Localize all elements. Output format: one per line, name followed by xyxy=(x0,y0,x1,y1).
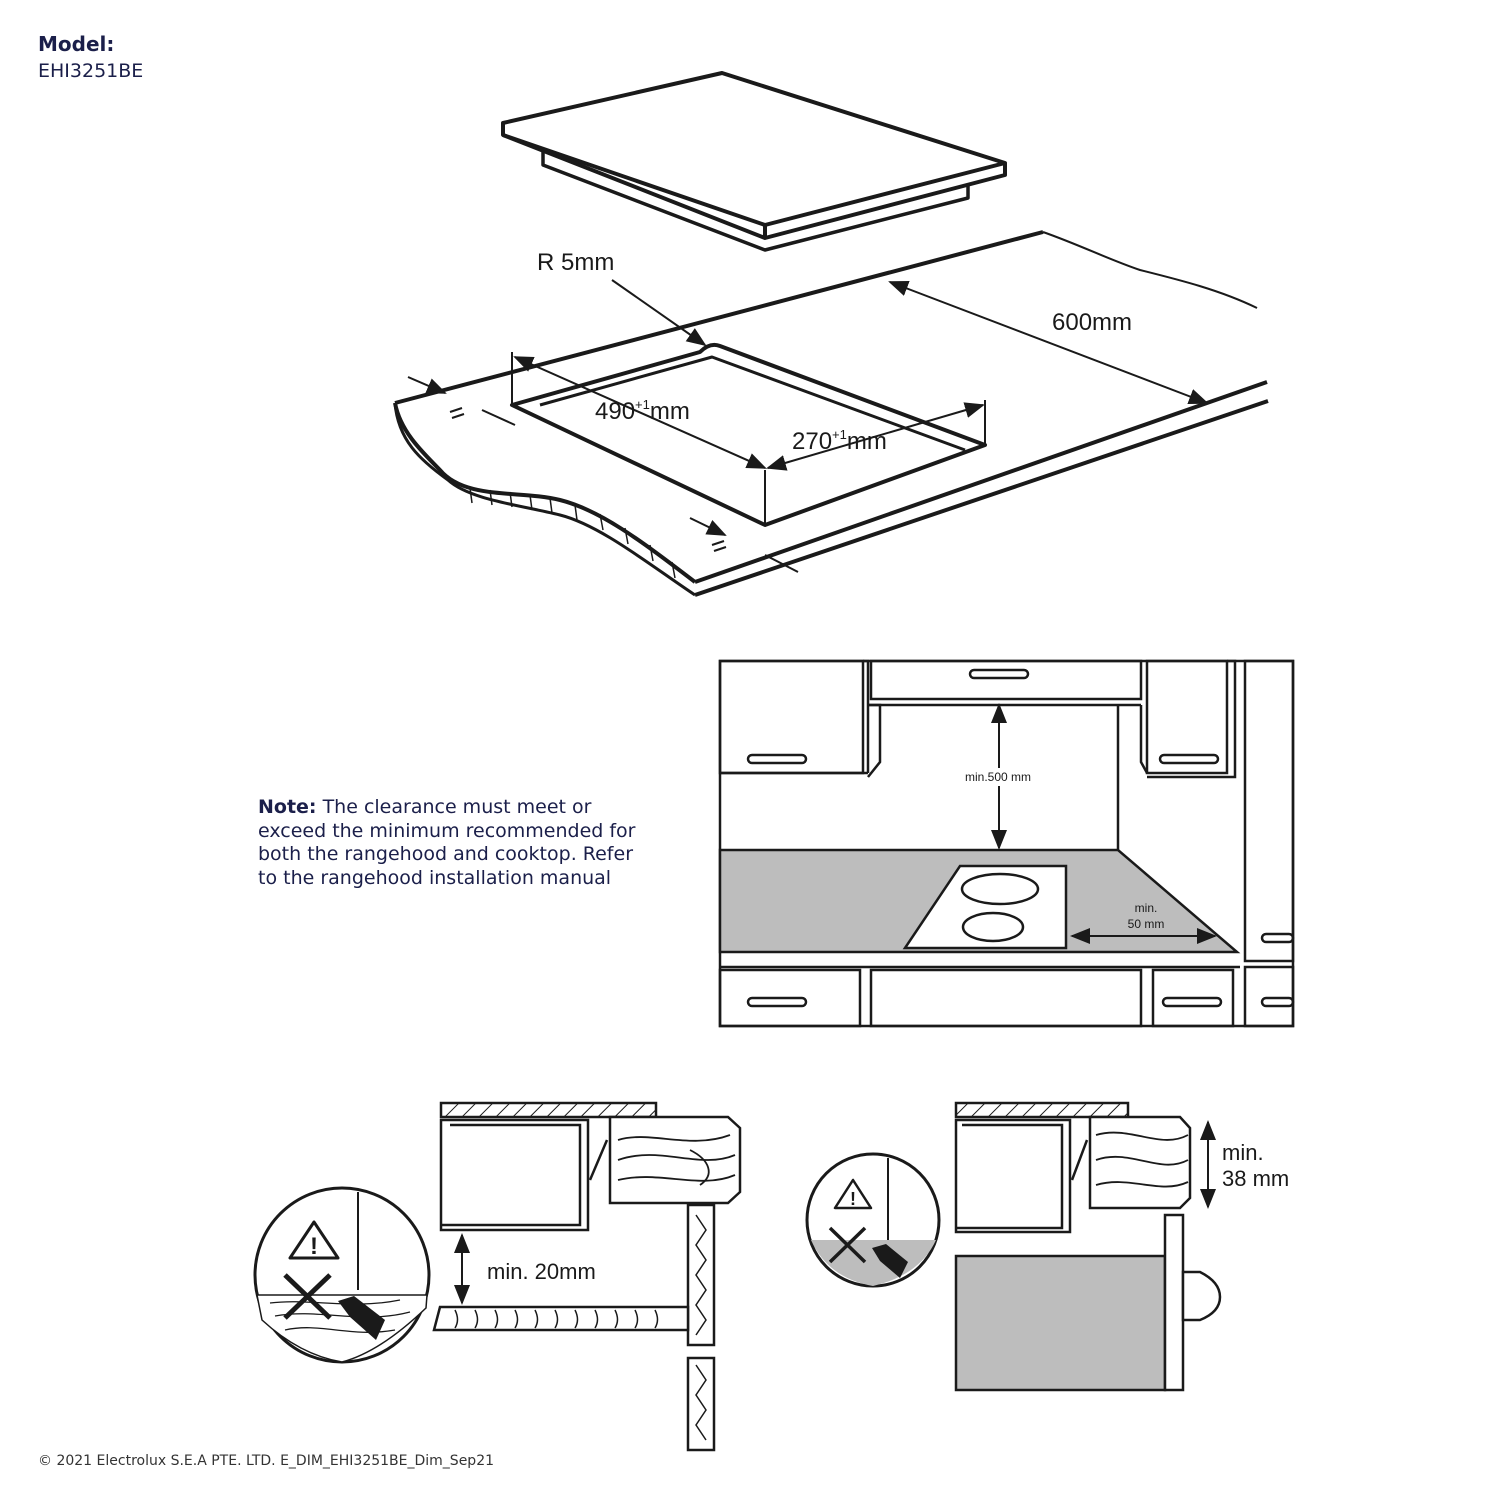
cross-icon xyxy=(283,1273,332,1320)
hob-drawing xyxy=(501,71,1007,252)
radius-label: R 5mm xyxy=(537,249,614,276)
worktop-drawing xyxy=(393,230,1269,597)
thickness-label: min. xyxy=(1222,1140,1264,1165)
svg-text:!: ! xyxy=(850,1189,856,1209)
depth-label: 600mm xyxy=(1052,309,1132,336)
svg-text:!: ! xyxy=(310,1233,318,1260)
model-label: Model: xyxy=(38,32,115,56)
warning-icon-small xyxy=(833,1178,873,1210)
thickness-value: 38 mm xyxy=(1222,1166,1289,1191)
side-clearance-label: min. xyxy=(1135,901,1158,915)
kitchen-drawing xyxy=(718,659,1295,1028)
footer-copyright: © 2021 Electrolux S.E.A PTE. LTD. E_DIM_… xyxy=(38,1453,495,1469)
cross-icon-small xyxy=(828,1226,867,1264)
under-left-drawing xyxy=(432,1101,742,1452)
width-label: 490+1mm xyxy=(595,397,690,425)
under-right-drawing xyxy=(954,1101,1222,1392)
warning-icon xyxy=(288,1220,340,1260)
cutout-dimensions xyxy=(407,279,1209,573)
hood-clearance-label: min.500 mm xyxy=(965,770,1031,784)
height-label: 270+1mm xyxy=(792,427,887,455)
hob-top-plate xyxy=(501,71,1007,227)
side-clearance-value: 50 mm xyxy=(1128,917,1165,931)
clearance-note: Note: The clearance must meet or exceed … xyxy=(258,796,636,889)
arrow-icon xyxy=(338,1296,385,1340)
arrow-icon-small xyxy=(872,1244,908,1278)
warning-circle-right: ! xyxy=(805,1152,941,1288)
cooktop xyxy=(902,864,1068,950)
model-number: EHI3251BE xyxy=(38,60,144,82)
warning-circle-left: ! xyxy=(253,1186,431,1364)
under-clearance-label: min. 20mm xyxy=(487,1259,596,1284)
appliance-body xyxy=(954,1254,1167,1392)
